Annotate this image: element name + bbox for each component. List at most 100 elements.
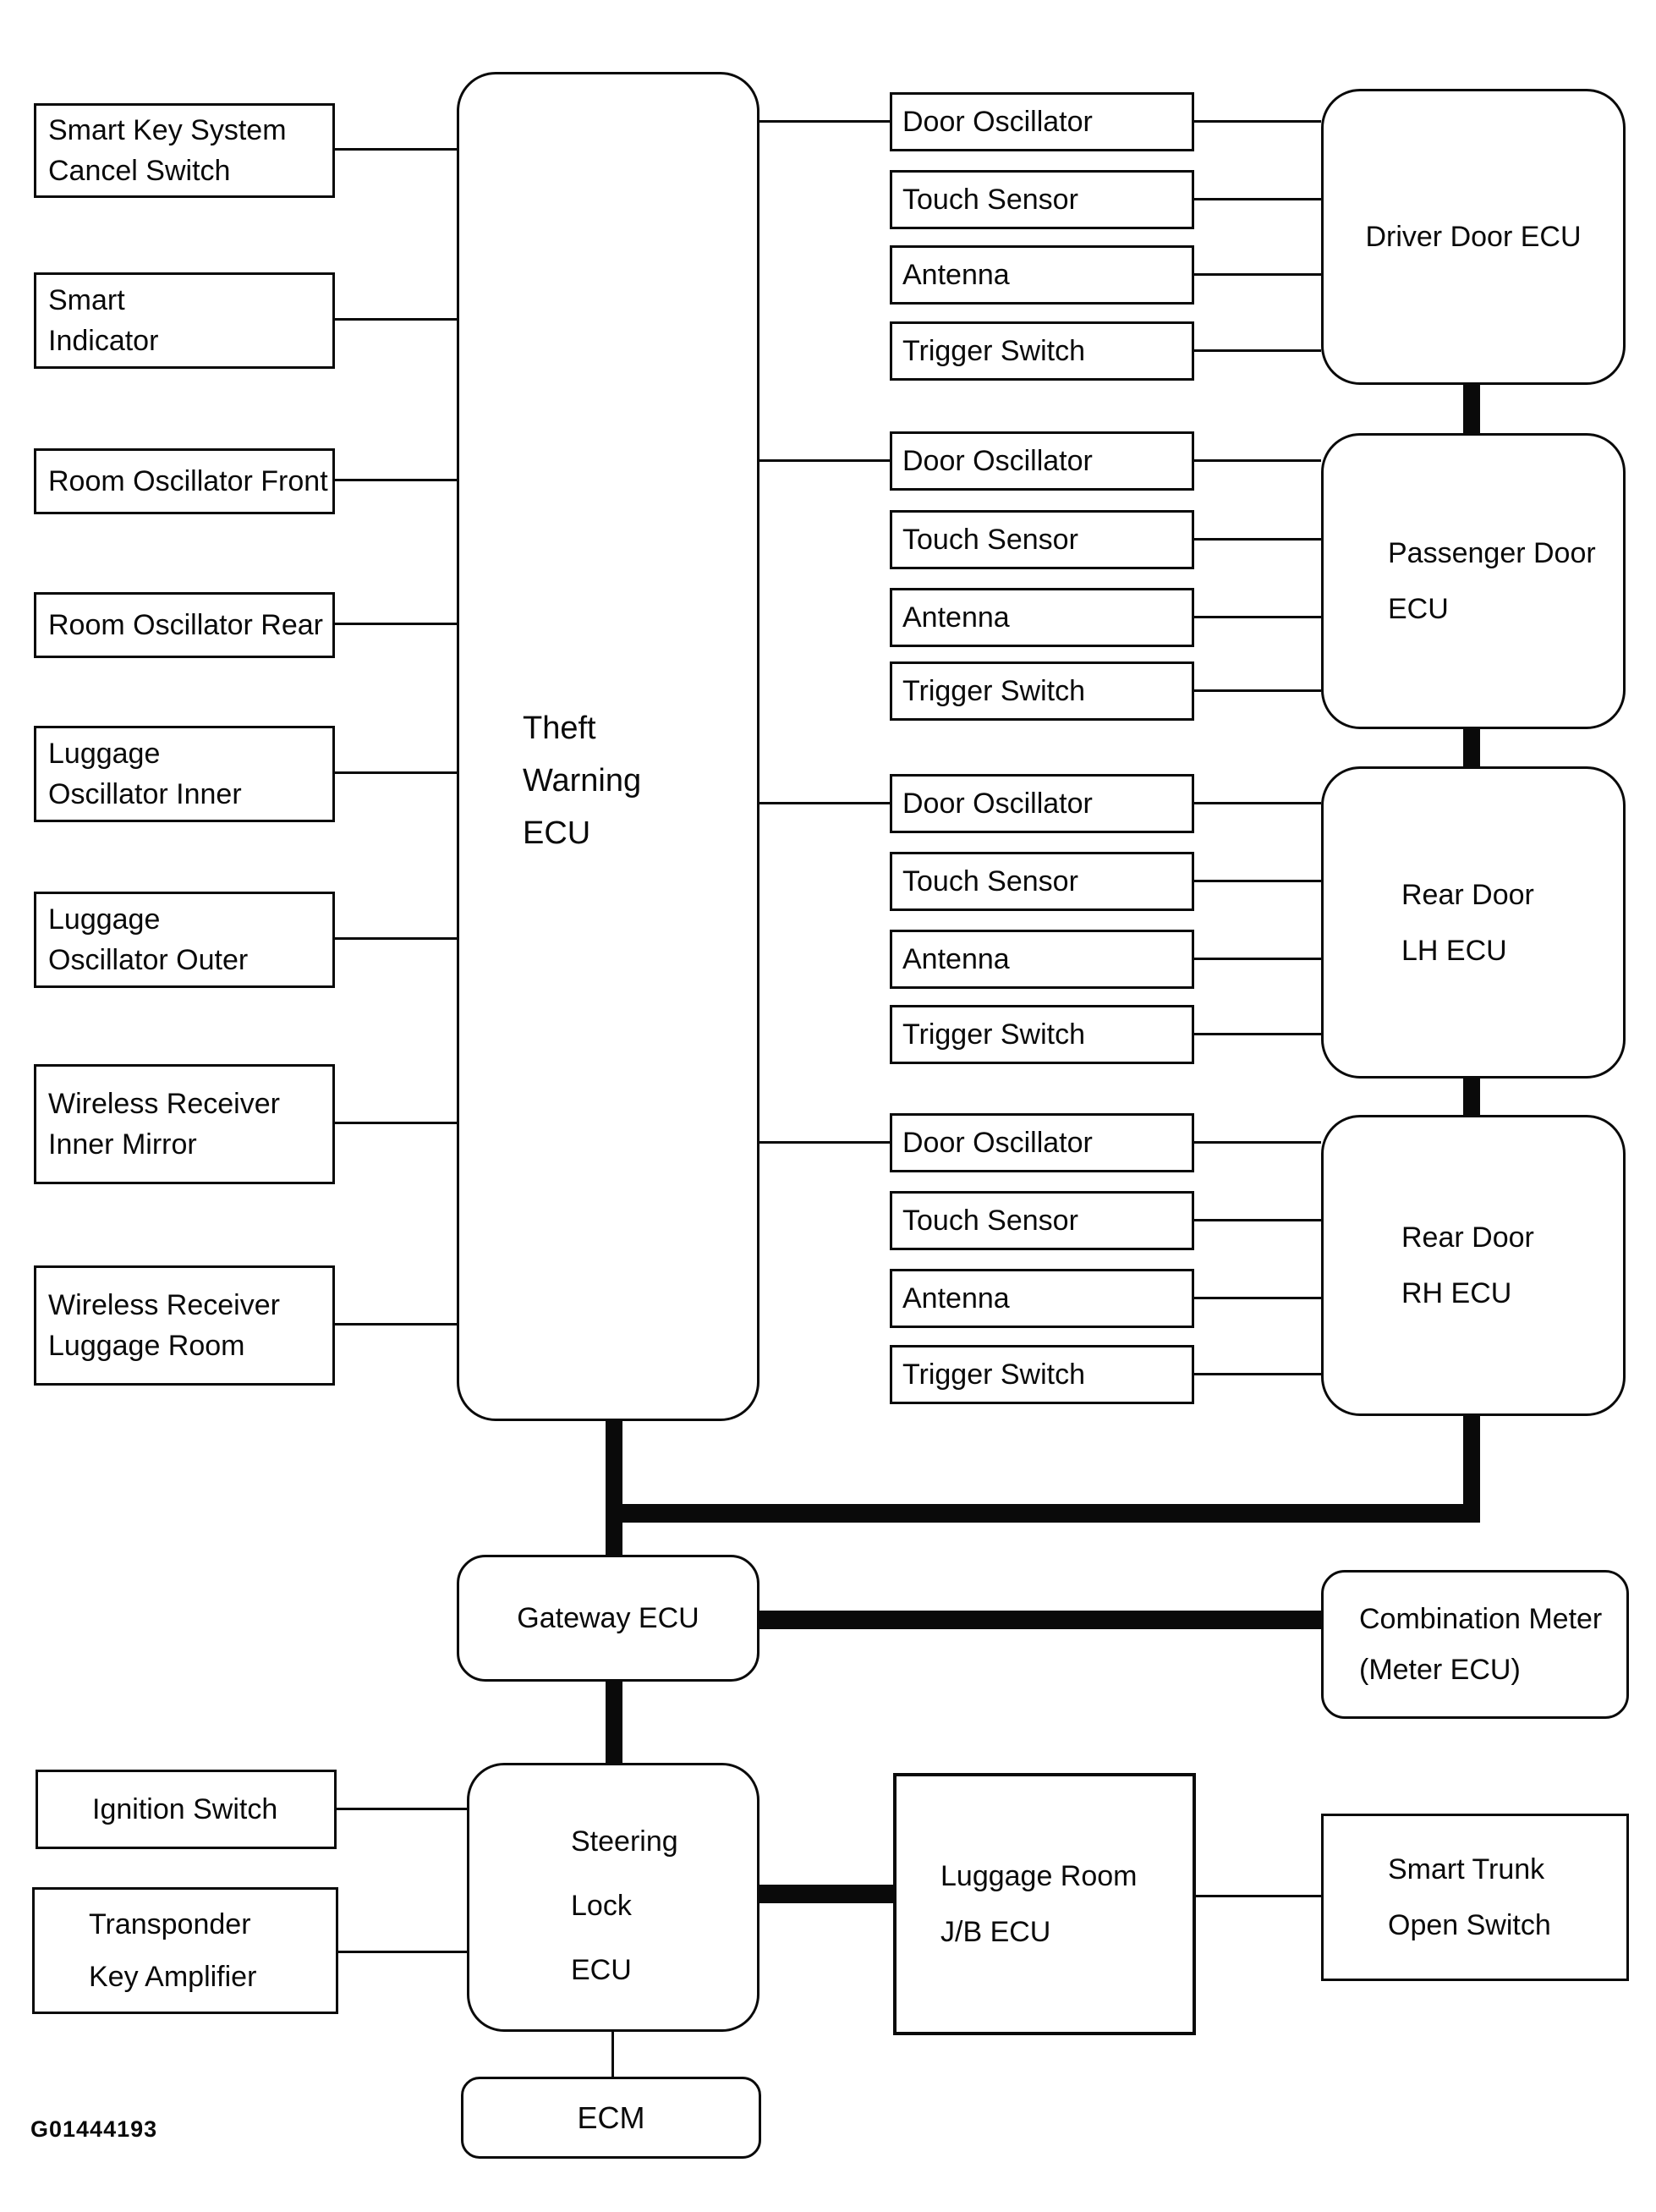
node-label: Cancel Switch: [48, 155, 231, 187]
node-smart-indicator: Smart Indicator: [34, 272, 335, 369]
node-label: Smart Trunk: [1388, 1853, 1545, 1885]
node-label: Passenger Door: [1388, 537, 1596, 569]
connector-ecu-to-door-oscillator-rear-lh: [759, 802, 890, 804]
connector-sensor-to-passenger-ecu-4: [1194, 689, 1321, 692]
theft-warning-ecu-label: Theft Warning ECU: [523, 702, 641, 859]
connector-luggage-oscillator-inner: [335, 771, 457, 774]
connector-ignition-to-steering-lock: [337, 1808, 467, 1810]
connector-sensor-to-rear-rh-ecu-3: [1194, 1297, 1321, 1299]
connector-sensor-to-rear-lh-ecu-2: [1194, 880, 1321, 882]
node-ecm: ECM: [461, 2077, 761, 2159]
connector-sensor-to-driver-ecu-1: [1194, 120, 1321, 123]
node-label: Trigger Switch: [902, 1018, 1086, 1051]
bus-horizontal-main: [606, 1504, 1480, 1523]
node-label: Combination Meter: [1359, 1603, 1603, 1635]
node-label: ECU: [1388, 593, 1449, 625]
node-label: Antenna: [902, 259, 1010, 291]
connector-wireless-receiver-luggage-room: [335, 1323, 457, 1326]
connector-sensor-to-rear-rh-ecu-4: [1194, 1373, 1321, 1375]
node-theft-warning-ecu: [457, 72, 759, 1421]
connector-sensor-to-passenger-ecu-1: [1194, 459, 1321, 462]
node-label: Trigger Switch: [902, 1358, 1086, 1391]
node-label: LH ECU: [1401, 934, 1507, 967]
node-door-oscillator-rear-lh: Door Oscillator: [890, 774, 1194, 833]
node-antenna-passenger: Antenna: [890, 588, 1194, 647]
node-trigger-switch-driver: Trigger Switch: [890, 321, 1194, 381]
node-label: Trigger Switch: [902, 675, 1086, 707]
node-wireless-receiver-luggage-room: Wireless Receiver Luggage Room: [34, 1265, 335, 1386]
node-label: Door Oscillator: [902, 106, 1093, 138]
connector-smart-indicator: [335, 318, 457, 321]
node-label: Wireless Receiver: [48, 1088, 280, 1120]
node-rear-door-rh-ecu: Rear Door RH ECU: [1321, 1115, 1626, 1416]
node-touch-sensor-driver: Touch Sensor: [890, 170, 1194, 229]
node-label: ECM: [577, 2099, 645, 2135]
node-label: ECU: [523, 815, 591, 851]
node-label: Open Switch: [1388, 1909, 1551, 1941]
node-label: Wireless Receiver: [48, 1289, 280, 1321]
node-label: Door Oscillator: [902, 1127, 1093, 1159]
connector-room-oscillator-front: [335, 479, 457, 481]
node-label: Rear Door: [1401, 1221, 1534, 1254]
connector-smart-key-cancel-switch: [335, 148, 457, 151]
node-label: Trigger Switch: [902, 335, 1086, 367]
connector-ecu-to-door-oscillator-driver: [759, 120, 890, 123]
node-door-oscillator-passenger: Door Oscillator: [890, 431, 1194, 491]
node-label: Touch Sensor: [902, 524, 1078, 556]
node-label: Antenna: [902, 1282, 1010, 1315]
node-luggage-room-jb-ecu: Luggage Room J/B ECU: [893, 1773, 1196, 2035]
node-label: Rear Door: [1401, 878, 1534, 911]
node-door-oscillator-driver: Door Oscillator: [890, 92, 1194, 151]
node-label: Key Amplifier: [89, 1961, 257, 1993]
node-smart-trunk-open-switch: Smart Trunk Open Switch: [1321, 1814, 1629, 1981]
node-label: Oscillator Inner: [48, 778, 242, 810]
bus-steering-lock-to-jb-ecu: [759, 1885, 893, 1903]
node-label: Room Oscillator Front: [48, 465, 328, 497]
connector-sensor-to-driver-ecu-2: [1194, 198, 1321, 200]
node-door-oscillator-rear-rh: Door Oscillator: [890, 1113, 1194, 1172]
bus-gateway-to-combination-meter: [759, 1611, 1321, 1629]
connector-sensor-to-rear-rh-ecu-1: [1194, 1141, 1321, 1144]
bus-rear-lh-to-rear-rh-ecu: [1463, 1079, 1480, 1115]
node-touch-sensor-rear-lh: Touch Sensor: [890, 852, 1194, 911]
bus-passenger-to-rear-lh-ecu: [1463, 729, 1480, 766]
connector-wireless-receiver-inner-mirror: [335, 1122, 457, 1124]
connector-ecu-to-door-oscillator-rear-rh: [759, 1141, 890, 1144]
bus-gateway-to-steering-lock: [606, 1682, 622, 1763]
connector-transponder-to-steering-lock: [338, 1951, 467, 1953]
bus-rear-rh-ecu-down: [1463, 1416, 1480, 1523]
node-label: Luggage Room: [940, 1860, 1138, 1892]
connector-room-oscillator-rear: [335, 623, 457, 625]
node-label: Driver Door ECU: [1365, 221, 1582, 253]
node-luggage-oscillator-outer: Luggage Oscillator Outer: [34, 892, 335, 988]
connector-sensor-to-driver-ecu-3: [1194, 273, 1321, 276]
node-room-oscillator-front: Room Oscillator Front: [34, 448, 335, 514]
node-label: Luggage Room: [48, 1330, 245, 1362]
node-touch-sensor-rear-rh: Touch Sensor: [890, 1191, 1194, 1250]
bus-theft-ecu-to-gateway: [606, 1421, 622, 1555]
node-smart-key-system-cancel-switch: Smart Key System Cancel Switch: [34, 103, 335, 198]
node-label: RH ECU: [1401, 1277, 1512, 1309]
node-label: Smart Key System: [48, 114, 287, 146]
node-transponder-key-amplifier: Transponder Key Amplifier: [32, 1887, 338, 2014]
node-antenna-rear-rh: Antenna: [890, 1269, 1194, 1328]
node-label: Antenna: [902, 601, 1010, 634]
node-driver-door-ecu: Driver Door ECU: [1321, 89, 1626, 385]
connector-sensor-to-passenger-ecu-2: [1194, 538, 1321, 541]
connector-jb-ecu-to-smart-trunk: [1196, 1895, 1321, 1897]
node-antenna-rear-lh: Antenna: [890, 930, 1194, 989]
figure-code: G01444193: [30, 2116, 158, 2142]
node-label: Steering: [571, 1825, 678, 1858]
node-label: Antenna: [902, 943, 1010, 975]
node-label: Room Oscillator Rear: [48, 609, 323, 641]
node-label: Transponder: [89, 1908, 251, 1940]
node-ignition-switch: Ignition Switch: [36, 1770, 337, 1849]
node-wireless-receiver-inner-mirror: Wireless Receiver Inner Mirror: [34, 1064, 335, 1184]
node-label: Lock: [571, 1890, 632, 1922]
node-steering-lock-ecu: Steering Lock ECU: [467, 1763, 759, 2032]
node-label: Inner Mirror: [48, 1128, 197, 1161]
node-label: J/B ECU: [940, 1916, 1051, 1948]
node-label: Oscillator Outer: [48, 944, 249, 976]
node-label: Gateway ECU: [517, 1602, 699, 1634]
